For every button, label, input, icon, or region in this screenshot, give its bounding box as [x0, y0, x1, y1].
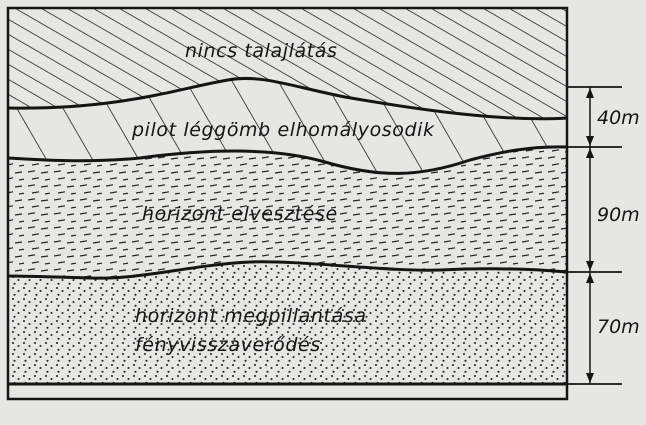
arrow-70-top — [586, 273, 594, 283]
arrow-70-bottom — [586, 373, 594, 383]
arrow-90-top — [586, 148, 594, 158]
arrow-40-top — [586, 88, 594, 98]
label-reflection: fényvisszaverődés — [135, 334, 321, 356]
dimension-label-90m: 90m — [597, 204, 640, 226]
label-no-ground-view: nincs talajlátás — [185, 40, 338, 62]
label-horizon-lost: horizont elvesztése — [142, 203, 338, 225]
dimension-label-70m: 70m — [597, 316, 640, 338]
arrow-40-bottom — [586, 136, 594, 146]
dimension-label-40m: 40m — [597, 107, 640, 129]
label-balloon-obscured: pilot léggömb elhomályosodik — [131, 119, 435, 141]
label-horizon-glimpsed: horizont megpillantása — [135, 305, 367, 327]
arrow-90-bottom — [586, 261, 594, 271]
